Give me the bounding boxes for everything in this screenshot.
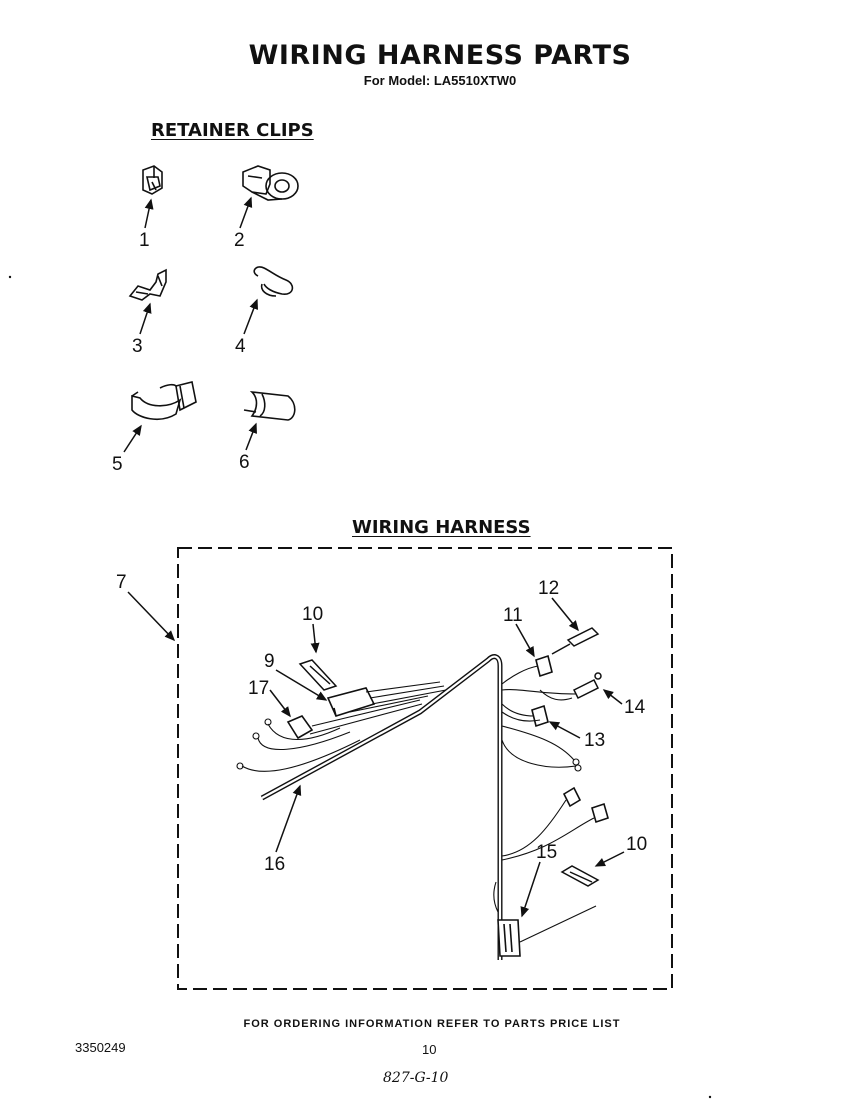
speck-bottom: [708, 1095, 712, 1099]
callout-clip-6: 6: [239, 452, 250, 473]
callout-terminal-10-right: 10: [626, 834, 648, 855]
callout-connector-17: 17: [248, 678, 270, 699]
page-number: 10: [422, 1042, 437, 1057]
arrow-harness-16: [275, 784, 302, 853]
callout-terminal-10-left: 10: [302, 604, 324, 625]
callout-clip-5: 5: [112, 454, 123, 475]
plug-lower: [591, 802, 609, 824]
retainer-clip-6: [243, 390, 296, 421]
wire-bundle-9: [349, 681, 447, 713]
retainer-clip-3: [128, 268, 167, 301]
arrow-connector-15: [520, 861, 541, 918]
arrow-terminal-14: [602, 689, 623, 705]
callout-harness-16: 16: [264, 854, 286, 875]
model-subtitle: For Model: LA5510XTW0: [363, 73, 517, 88]
arrow-callout-7: [127, 591, 176, 642]
harness-main-trunk: [260, 654, 503, 960]
wiring-harness-heading: WIRING HARNESS: [352, 517, 531, 538]
arrow-connector-11: [515, 623, 535, 658]
connector-15: [497, 919, 521, 957]
arrow-connector-9: [275, 669, 328, 701]
terminal-12: [551, 627, 600, 655]
callout-clip-2: 2: [234, 230, 245, 251]
arrow-clip-6: [245, 422, 257, 451]
callout-clip-4: 4: [235, 336, 246, 357]
retainer-clip-1: [142, 165, 163, 195]
page-title: WIRING HARNESS PARTS: [248, 40, 632, 71]
handwritten-date: 827-G-10: [383, 1070, 449, 1086]
arrow-terminal-10-left: [310, 623, 320, 654]
callout-clip-1: 1: [139, 230, 150, 251]
retainer-clips-heading: RETAINER CLIPS: [151, 120, 314, 141]
arrow-clip-2: [239, 196, 253, 229]
plug-upper: [562, 786, 582, 808]
document-number: 3350249: [75, 1040, 126, 1055]
callout-terminal-14: 14: [624, 697, 646, 718]
arrow-connector-17: [269, 689, 291, 718]
right-wires: [501, 665, 595, 861]
callout-harness-7: 7: [116, 572, 127, 593]
callout-connector-15: 15: [536, 842, 558, 863]
harness-dashed-border: [177, 547, 673, 990]
speck-left: [8, 275, 12, 279]
callout-clip-3: 3: [132, 336, 143, 357]
connector-13: [531, 704, 549, 728]
connector-17: [286, 715, 314, 740]
terminal-10-left: [298, 659, 338, 691]
connector-11: [535, 654, 553, 678]
terminal-10-right: [560, 865, 600, 887]
arrow-clip-4: [243, 298, 258, 335]
left-wires: [236, 699, 423, 772]
retainer-clip-5: [131, 381, 197, 421]
arrow-clip-1: [144, 198, 154, 229]
arrow-terminal-10-right: [594, 851, 625, 867]
arrow-clip-3: [139, 302, 152, 335]
callout-connector-13: 13: [584, 730, 606, 751]
arrow-clip-5: [123, 424, 142, 453]
terminal-14: [572, 672, 602, 700]
callout-connector-9: 9: [264, 651, 275, 672]
retainer-clip-4: [253, 266, 294, 297]
callout-connector-11: 11: [503, 605, 523, 626]
retainer-clip-2: [242, 165, 299, 201]
callout-terminal-12: 12: [538, 578, 560, 599]
arrow-connector-13: [548, 721, 581, 739]
ordering-note: FOR ORDERING INFORMATION REFER TO PARTS …: [243, 1018, 621, 1030]
arrow-terminal-12: [551, 597, 579, 632]
